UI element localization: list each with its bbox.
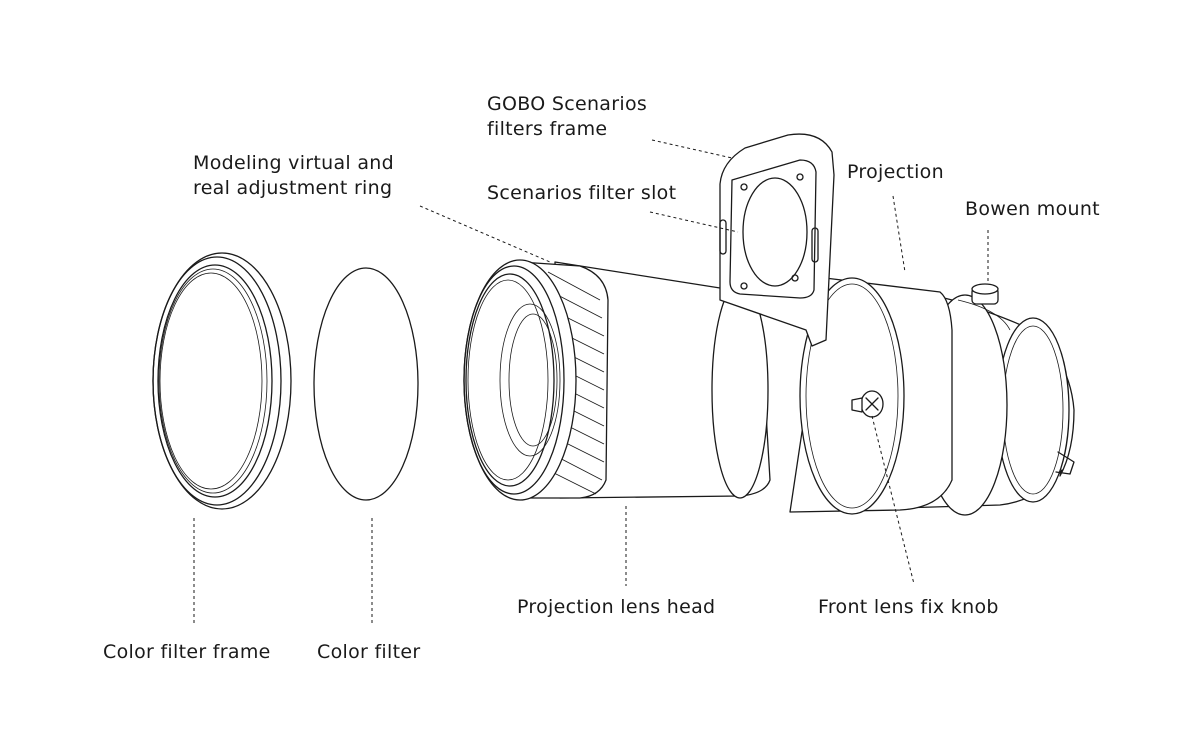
leader-lines	[193, 139, 989, 626]
color-filter-frame-part	[152, 252, 292, 510]
label-front-lens-fix-knob: Front lens fix knob	[818, 596, 999, 618]
label-color-filter-frame: Color filter frame	[103, 641, 271, 663]
label-gobo-frame-line2: filters frame	[487, 118, 607, 140]
gobo-frame-part	[719, 133, 835, 347]
label-projection: Projection	[847, 161, 944, 183]
label-modeling-ring-line2: real adjustment ring	[193, 177, 392, 199]
label-projection-lens-head: Projection lens head	[517, 596, 715, 618]
leader-gobo-frame	[651, 139, 733, 159]
label-modeling-ring-line1: Modeling virtual and	[193, 152, 394, 174]
leader-modeling-ring	[419, 205, 551, 263]
leader-projection	[892, 195, 906, 273]
projection-lens-head-part	[463, 259, 1075, 516]
label-gobo-frame-line1: GOBO Scenarios	[487, 93, 647, 115]
color-filter-part	[313, 267, 419, 501]
label-filter-slot: Scenarios filter slot	[487, 182, 676, 204]
label-bowen-mount: Bowen mount	[965, 198, 1100, 220]
leader-fix-knob	[871, 415, 915, 585]
label-color-filter: Color filter	[317, 641, 420, 663]
